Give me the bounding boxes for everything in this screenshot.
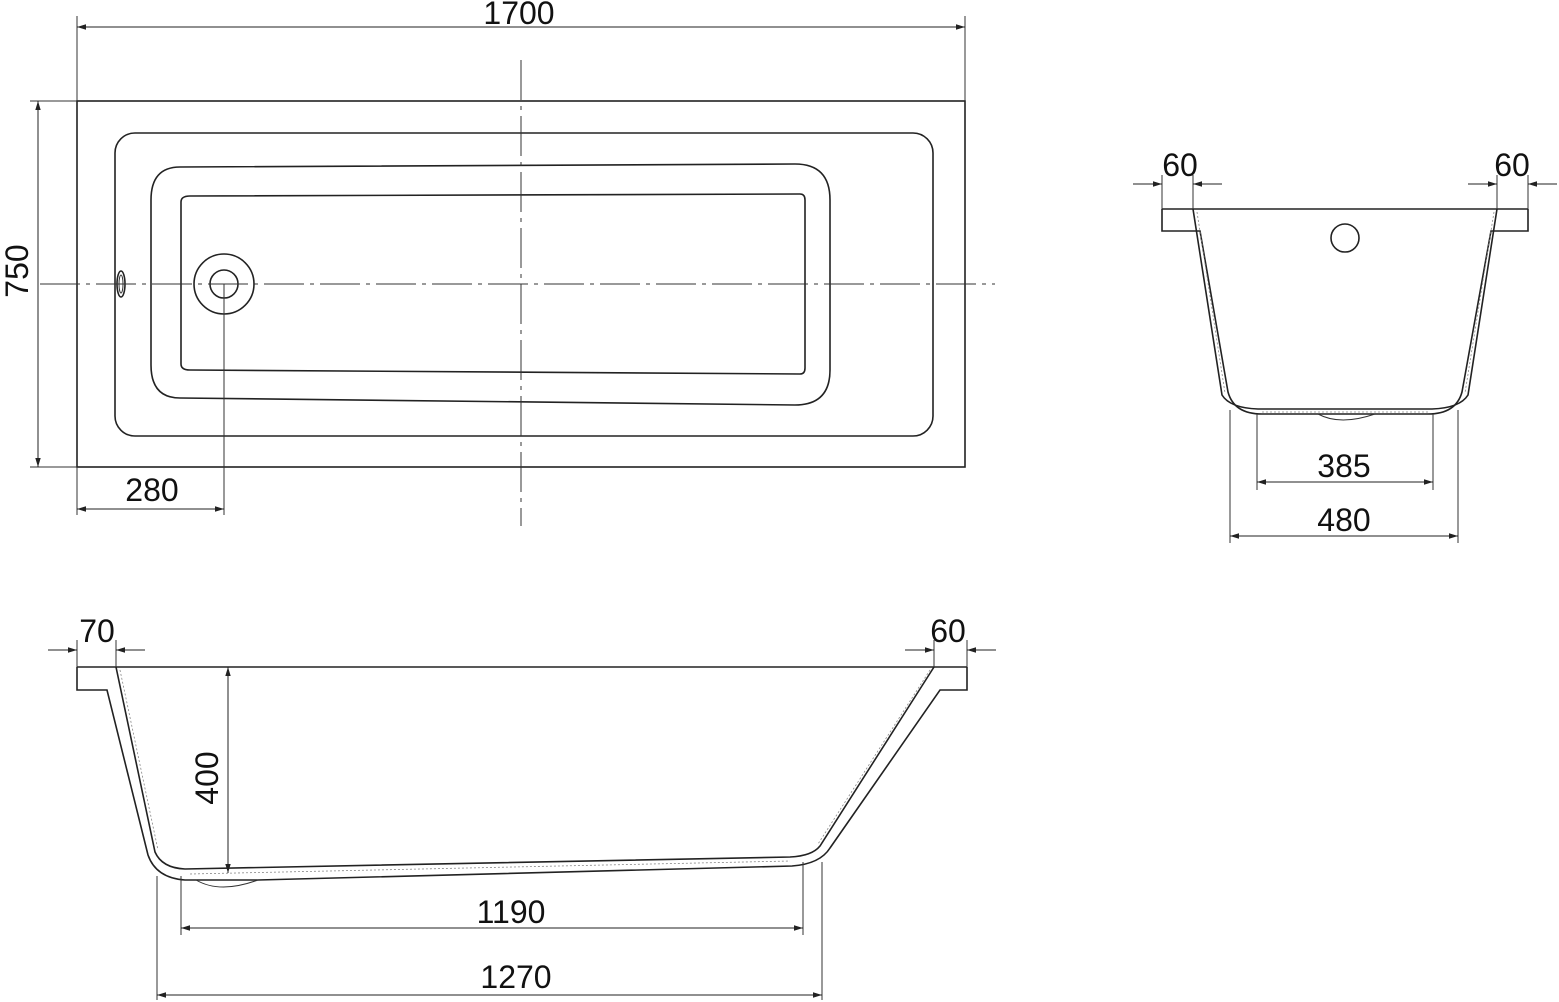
dim-end-bottom-inner: 385: [1317, 448, 1370, 484]
dim-overall-width: 750: [0, 244, 35, 297]
dim-end-bottom-outer: 480: [1317, 502, 1370, 538]
dim-side-rim-right: 60: [930, 613, 966, 649]
side-inner-profile: [115, 666, 935, 870]
dim-end-rim-right: 60: [1494, 147, 1530, 183]
basin-outer-edge: [150, 163, 831, 406]
dim-overall-length: 1700: [483, 0, 554, 31]
overflow-hole-icon: [1330, 223, 1360, 253]
end-outer-profile: [1161, 209, 1529, 415]
dim-side-rim-left: 70: [79, 613, 115, 649]
dim-depth: 400: [189, 751, 225, 804]
dim-side-bottom-inner: 1190: [477, 894, 546, 930]
basin-floor-edge: [180, 193, 806, 375]
top-view: 1700 750 280: [0, 0, 995, 526]
dim-drain-offset: 280: [125, 472, 178, 508]
end-inner-profile: [1192, 208, 1498, 410]
dim-side-bottom-outer: 1270: [480, 959, 551, 995]
end-section-view: 60 60 385 480: [1133, 147, 1557, 543]
side-section-view: 70 60 400 1190 1270: [48, 613, 996, 1000]
dim-end-rim-left: 60: [1162, 147, 1198, 183]
